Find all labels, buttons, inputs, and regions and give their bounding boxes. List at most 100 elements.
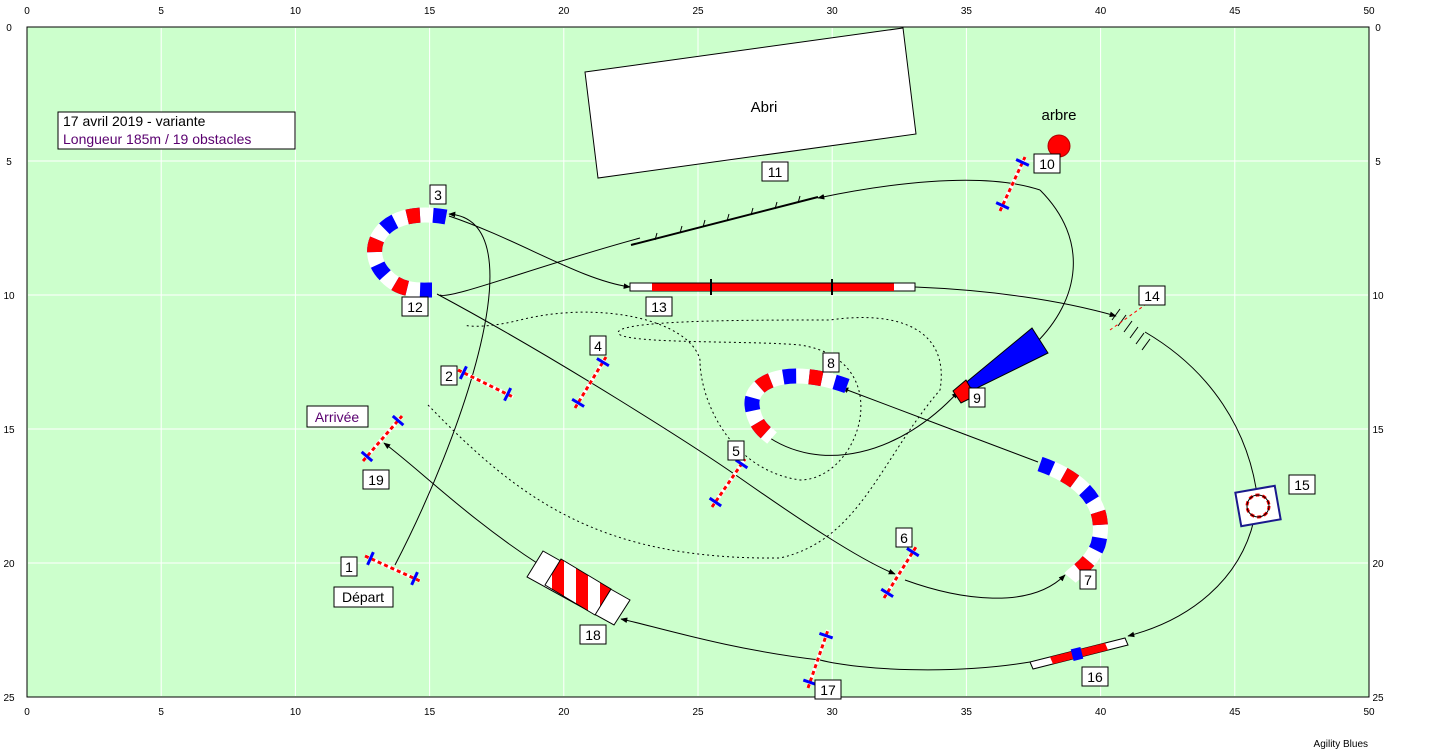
svg-text:17: 17 <box>820 682 836 698</box>
svg-text:18: 18 <box>585 627 601 643</box>
obstacle-number-7: 7 <box>1079 569 1097 590</box>
jump-6 <box>880 545 920 600</box>
y-tick-label: 5 <box>1375 157 1381 168</box>
obstacle-number-5: 5 <box>727 440 745 461</box>
svg-text:14: 14 <box>1144 288 1160 304</box>
y-tick-label: 20 <box>1372 559 1384 570</box>
tree: arbre <box>1041 107 1077 158</box>
obstacle-number-11: 11 <box>761 161 789 182</box>
obstacle-number-6: 6 <box>895 527 913 548</box>
start-marker: Départ <box>333 586 394 608</box>
obstacle-number-17: 17 <box>814 679 842 700</box>
course-length: Longueur 185m / 19 obstacles <box>63 131 251 147</box>
svg-text:3: 3 <box>434 187 442 203</box>
seesaw-16 <box>1029 637 1129 670</box>
jump-2 <box>457 365 514 402</box>
svg-text:11: 11 <box>768 164 783 180</box>
svg-text:16: 16 <box>1087 669 1103 685</box>
y-tick-label: 15 <box>3 425 15 436</box>
tyre-15 <box>1234 484 1282 528</box>
shelter: Abri <box>584 27 917 179</box>
x-tick-label: 0 <box>24 707 30 718</box>
svg-text:15: 15 <box>1294 477 1310 493</box>
long-jump-14 <box>1109 304 1151 351</box>
tunnel-8 <box>744 368 850 444</box>
svg-text:19: 19 <box>368 472 384 488</box>
obstacle-number-16: 16 <box>1081 666 1109 687</box>
obstacle-number-15: 15 <box>1288 474 1316 495</box>
x-tick-label: 45 <box>1229 707 1241 718</box>
x-tick-label: 35 <box>961 6 973 17</box>
x-tick-label: 25 <box>692 6 704 17</box>
jump-19 <box>360 414 405 463</box>
obstacle-number-13: 13 <box>645 296 673 317</box>
x-tick-label: 45 <box>1229 6 1241 17</box>
obstacle-number-12: 12 <box>401 296 429 317</box>
obstacle-number-14: 14 <box>1138 285 1166 306</box>
finish-label: Arrivée <box>315 409 360 425</box>
obstacle-number-9: 9 <box>968 387 986 408</box>
svg-text:5: 5 <box>732 443 740 459</box>
y-tick-label: 25 <box>3 693 15 704</box>
walk-path <box>427 311 942 559</box>
y-tick-label: 20 <box>3 559 15 570</box>
x-tick-label: 5 <box>158 6 164 17</box>
obstacle-number-2: 2 <box>440 365 458 386</box>
obstacle-number-1: 1 <box>340 556 358 577</box>
tunnel-3-12 <box>367 207 448 298</box>
jumps <box>360 156 1030 689</box>
course-info-box: 17 avril 2019 - variante Longueur 185m /… <box>57 111 296 150</box>
x-tick-label: 5 <box>158 707 164 718</box>
dog-path <box>383 179 1259 671</box>
x-tick-label: 0 <box>24 6 30 17</box>
y-tick-label: 0 <box>6 23 12 34</box>
x-tick-label: 50 <box>1363 707 1375 718</box>
x-tick-label: 15 <box>424 707 436 718</box>
y-tick-label: 15 <box>1372 425 1384 436</box>
jump-17 <box>802 629 834 689</box>
finish-marker: Arrivée <box>306 405 369 428</box>
svg-text:13: 13 <box>651 299 667 315</box>
dogwalk-13 <box>629 279 916 295</box>
jump-4 <box>571 355 610 410</box>
y-tick-label: 0 <box>1375 23 1381 34</box>
jump-5 <box>708 457 749 509</box>
weave-poles-11 <box>630 195 819 246</box>
x-tick-label: 30 <box>827 707 839 718</box>
x-tick-label: 50 <box>1363 6 1375 17</box>
x-tick-label: 20 <box>558 6 570 17</box>
svg-text:1: 1 <box>345 559 353 575</box>
x-tick-label: 10 <box>290 6 302 17</box>
obstacle-number-19: 19 <box>362 469 390 490</box>
start-label: Départ <box>342 589 384 605</box>
course-date: 17 avril 2019 - variante <box>63 113 206 129</box>
x-tick-label: 40 <box>1095 6 1107 17</box>
x-tick-label: 15 <box>424 6 436 17</box>
y-tick-label: 10 <box>3 291 15 302</box>
aframe-18 <box>526 550 631 626</box>
svg-text:12: 12 <box>407 299 423 315</box>
x-tick-label: 30 <box>827 6 839 17</box>
shelter-label: Abri <box>751 99 778 116</box>
jump-1 <box>364 551 421 586</box>
y-tick-label: 5 <box>6 157 12 168</box>
svg-text:8: 8 <box>827 355 835 371</box>
svg-text:4: 4 <box>594 338 602 354</box>
jump-10 <box>995 156 1030 212</box>
tree-label: arbre <box>1041 107 1076 124</box>
obstacle-number-8: 8 <box>822 352 840 373</box>
svg-text:7: 7 <box>1084 572 1092 588</box>
x-tick-label: 10 <box>290 707 302 718</box>
obstacle-number-3: 3 <box>429 184 447 205</box>
x-tick-label: 35 <box>961 707 973 718</box>
obstacle-number-4: 4 <box>589 335 607 356</box>
y-tick-label: 10 <box>1372 291 1384 302</box>
software-credit: Agility Blues <box>1314 739 1368 750</box>
svg-text:2: 2 <box>445 368 453 384</box>
obstacle-number-10: 10 <box>1033 153 1061 174</box>
svg-text:9: 9 <box>973 390 981 406</box>
tunnel-7 <box>1037 456 1108 584</box>
x-tick-label: 40 <box>1095 707 1107 718</box>
svg-text:6: 6 <box>900 530 908 546</box>
